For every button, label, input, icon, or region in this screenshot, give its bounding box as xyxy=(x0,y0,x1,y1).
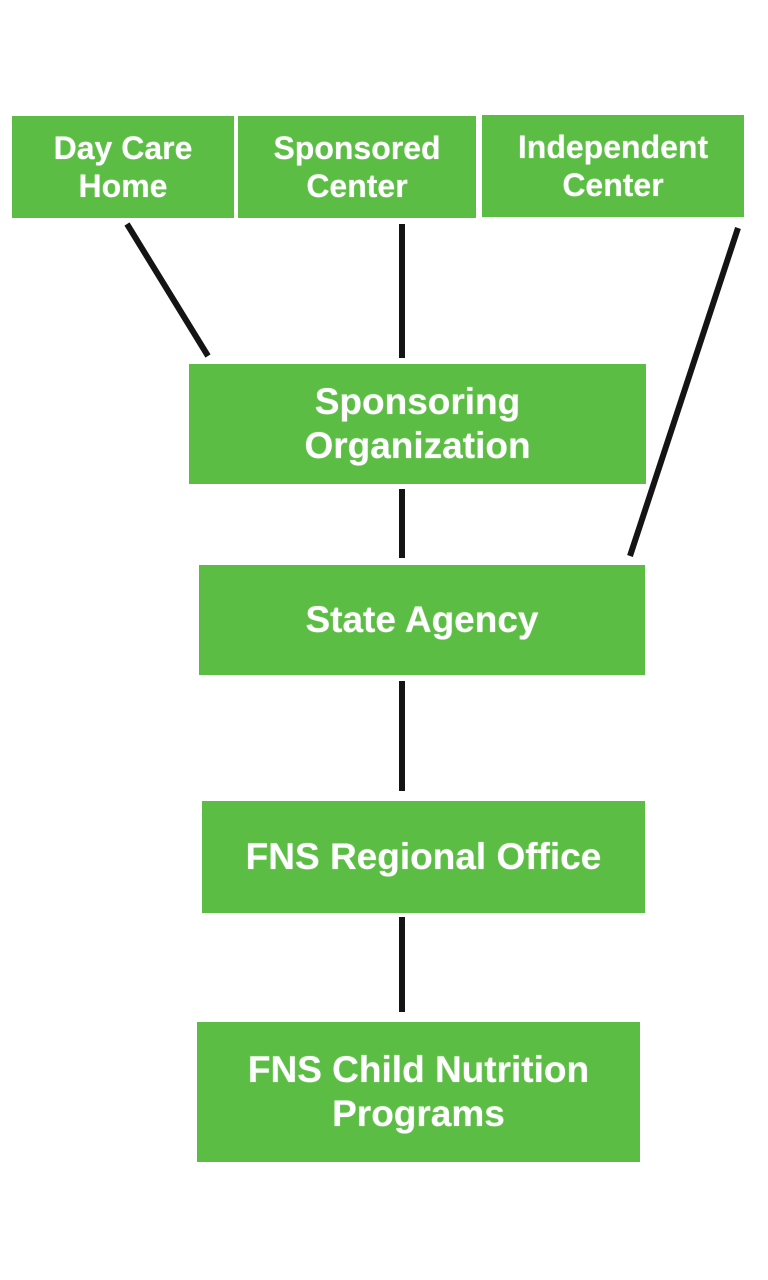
node-state-agency: State Agency xyxy=(199,565,645,675)
connector-independent-to-state xyxy=(627,227,741,557)
node-fns-child-nutrition-programs: FNS Child Nutrition Programs xyxy=(197,1022,640,1162)
node-sponsoring-organization: Sponsoring Organization xyxy=(189,364,646,484)
connector-daycare-to-sponsoring xyxy=(124,222,211,358)
node-fns-regional-office: FNS Regional Office xyxy=(202,801,645,913)
node-day-care-home: Day Care Home xyxy=(12,116,234,218)
node-sponsored-center: Sponsored Center xyxy=(238,116,476,218)
node-independent-center: Independent Center xyxy=(482,115,744,217)
